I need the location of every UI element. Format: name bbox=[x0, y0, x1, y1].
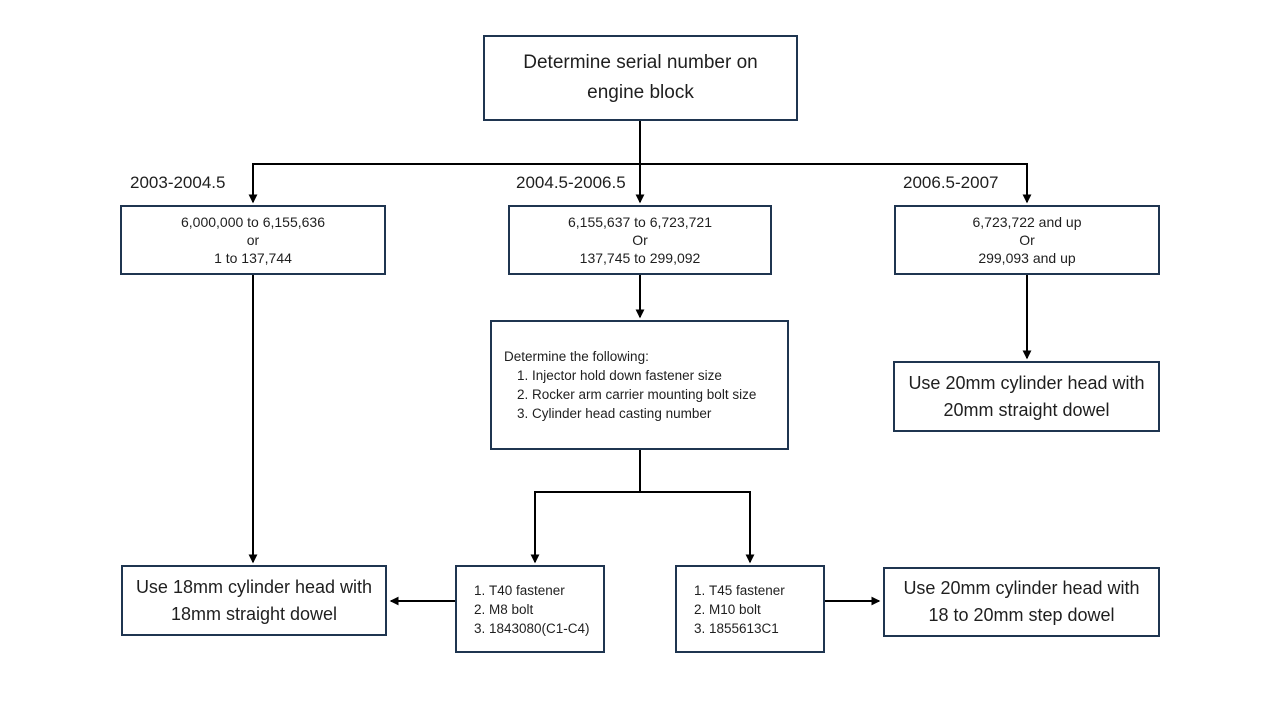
process-checklist: Injector hold down fastener size Rocker … bbox=[504, 366, 756, 423]
year-label-2004: 2004.5-2006.5 bbox=[516, 173, 626, 192]
spec-box-t45: T45 fastener M10 bolt 1855613C1 bbox=[675, 565, 825, 653]
spec-list-item: M8 bolt bbox=[489, 600, 590, 619]
spec-list-item: 1855613C1 bbox=[709, 619, 785, 638]
serial-range-line: 137,745 to 299,092 bbox=[579, 250, 701, 266]
result-text: Use 20mm cylinder head with 20mm straigh… bbox=[908, 372, 1145, 420]
result-text: Use 18mm cylinder head with 18mm straigh… bbox=[135, 576, 373, 624]
serial-range-conjunction: or bbox=[246, 232, 260, 248]
result-box-20mm-straight-dowel: Use 20mm cylinder head with 20mm straigh… bbox=[893, 361, 1160, 432]
result-text: Use 20mm cylinder head with 18 to 20mm s… bbox=[903, 578, 1140, 625]
spec-list-item: T45 fastener bbox=[709, 581, 785, 600]
serial-range-line: 6,000,000 to 6,155,636 bbox=[180, 214, 326, 230]
serial-range-line: 6,155,637 to 6,723,721 bbox=[567, 214, 713, 230]
process-checklist-item: Cylinder head casting number bbox=[532, 404, 756, 423]
spec-list-item: 1843080(C1-C4) bbox=[489, 619, 590, 638]
root-box-text: Determine serial number on engine block bbox=[523, 52, 758, 103]
serial-range-box-right: 6,723,722 and up Or 299,093 and up bbox=[894, 205, 1160, 275]
serial-range-box-middle: 6,155,637 to 6,723,721 Or 137,745 to 299… bbox=[508, 205, 772, 275]
spec-list-item: T40 fastener bbox=[489, 581, 590, 600]
result-box-step-dowel: Use 20mm cylinder head with 18 to 20mm s… bbox=[883, 567, 1160, 637]
serial-range-conjunction: Or bbox=[632, 232, 648, 248]
serial-range-conjunction: Or bbox=[1019, 232, 1035, 248]
process-checklist-item: Rocker arm carrier mounting bolt size bbox=[532, 385, 756, 404]
process-checklist-item: Injector hold down fastener size bbox=[532, 366, 756, 385]
spec-list: T40 fastener M8 bolt 1843080(C1-C4) bbox=[463, 581, 590, 638]
process-box-determine-following: Determine the following: Injector hold d… bbox=[490, 320, 789, 450]
serial-range-line: 299,093 and up bbox=[978, 250, 1076, 266]
serial-range-line: 1 to 137,744 bbox=[214, 250, 292, 266]
spec-list: T45 fastener M10 bolt 1855613C1 bbox=[683, 581, 785, 638]
root-box-determine-serial: Determine serial number on engine block bbox=[483, 35, 798, 121]
serial-range-box-left: 6,000,000 to 6,155,636 or 1 to 137,744 bbox=[120, 205, 386, 275]
process-box-title: Determine the following: bbox=[504, 349, 649, 364]
year-label-2003: 2003-2004.5 bbox=[130, 173, 226, 192]
year-label-2006: 2006.5-2007 bbox=[903, 173, 999, 192]
result-box-18mm-straight-dowel: Use 18mm cylinder head with 18mm straigh… bbox=[121, 565, 387, 636]
spec-list-item: M10 bolt bbox=[709, 600, 785, 619]
spec-box-t40: T40 fastener M8 bolt 1843080(C1-C4) bbox=[455, 565, 605, 653]
serial-range-line: 6,723,722 and up bbox=[972, 214, 1082, 230]
